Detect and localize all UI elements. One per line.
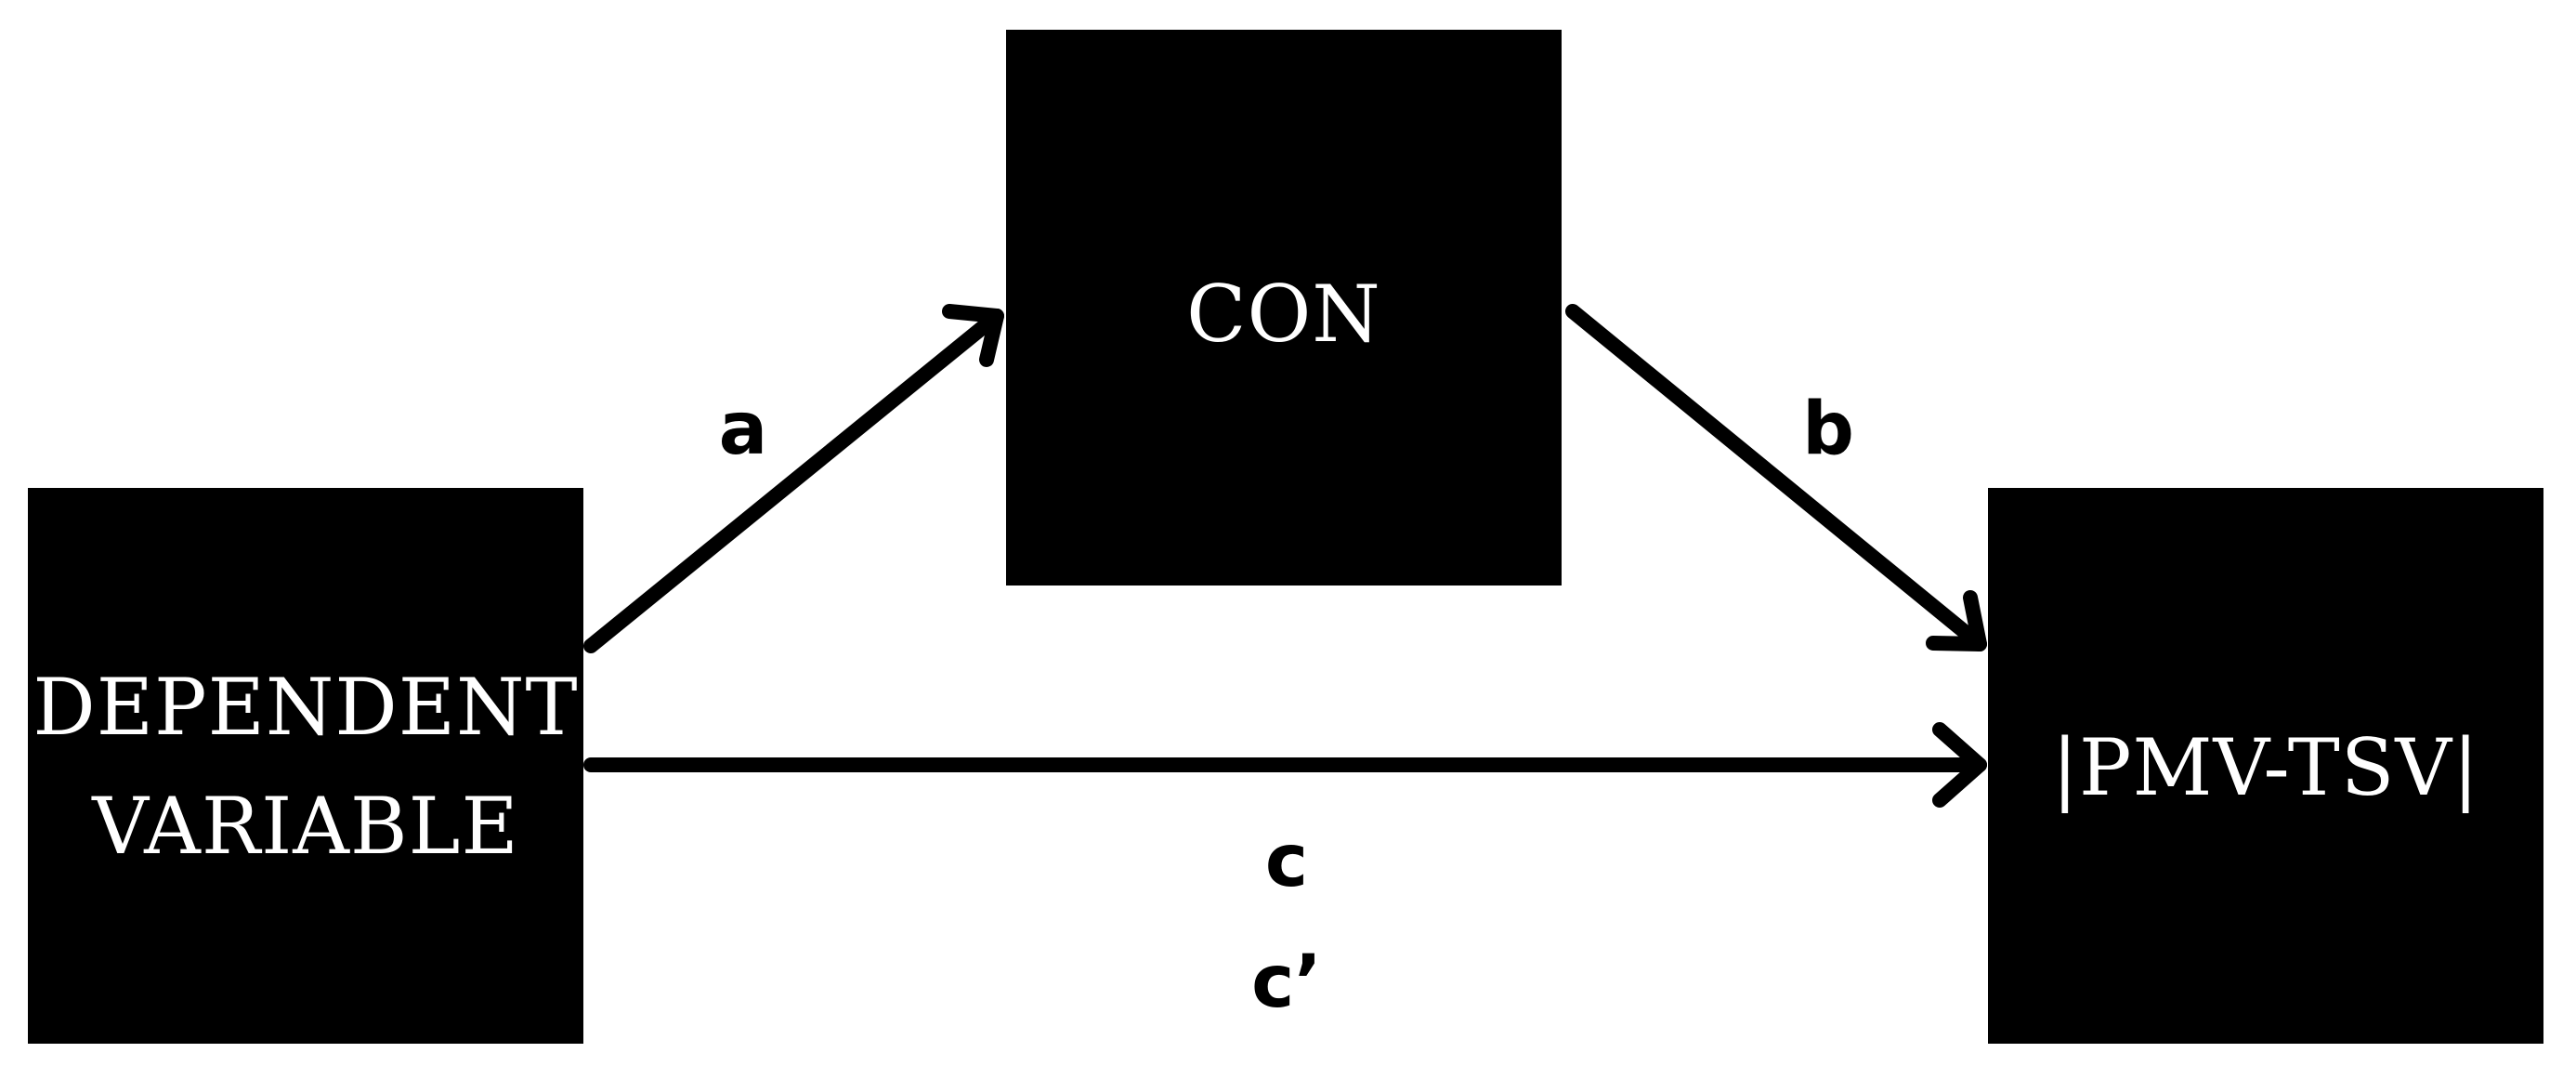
node-pmv-tsv: |PMV-TSV| bbox=[1988, 488, 2543, 1044]
node-dependent-variable: DEPENDENT VARIABLE bbox=[28, 488, 583, 1044]
node-con-label: CON bbox=[1186, 269, 1381, 360]
arrow-a-head bbox=[942, 304, 1004, 367]
arrow-a-line bbox=[583, 309, 1004, 653]
arrow-b bbox=[1565, 304, 1987, 651]
arrow-c bbox=[583, 722, 1987, 808]
path-label-c: c bbox=[1265, 820, 1308, 903]
arrow-b-head bbox=[1926, 590, 1987, 651]
node-dependent-variable-line1: DEPENDENT bbox=[33, 662, 578, 753]
path-label-a: a bbox=[719, 388, 768, 471]
node-con-box bbox=[1006, 30, 1562, 586]
node-dependent-variable-line2: VARIABLE bbox=[91, 781, 519, 872]
arrow-b-line bbox=[1565, 304, 1987, 651]
path-label-c-prime: c’ bbox=[1251, 941, 1322, 1024]
path-label-b: b bbox=[1802, 388, 1854, 471]
arrow-a bbox=[583, 304, 1004, 653]
node-dependent-variable-box bbox=[28, 488, 583, 1044]
arrow-c-head bbox=[1932, 722, 1987, 808]
node-con: CON bbox=[1006, 30, 1562, 586]
node-pmv-tsv-label: |PMV-TSV| bbox=[2052, 722, 2480, 813]
node-pmv-tsv-box bbox=[1988, 488, 2543, 1044]
